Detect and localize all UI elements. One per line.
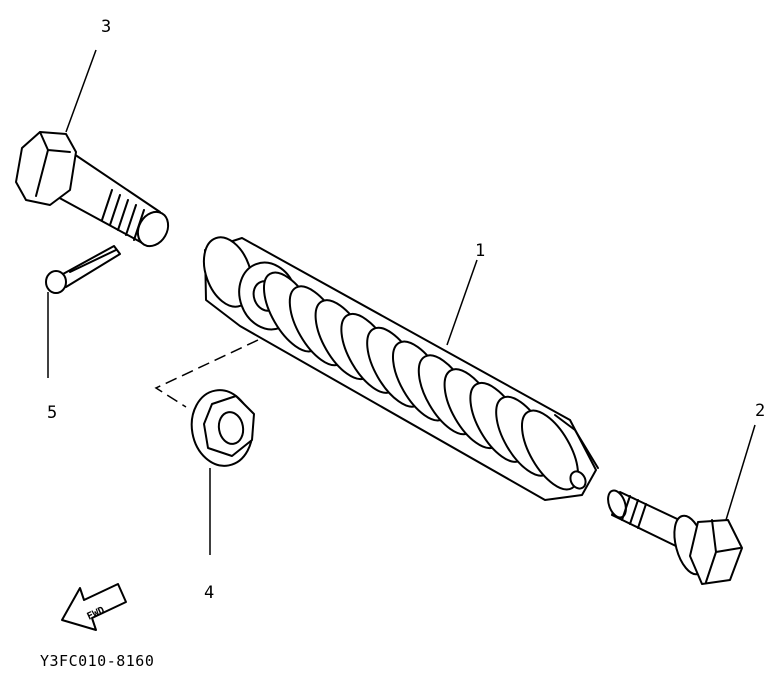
flange-nut-part-4 bbox=[190, 389, 255, 467]
spring-coils bbox=[263, 271, 579, 491]
cotter-pin-part-5 bbox=[45, 245, 121, 294]
alignment-dashed-line bbox=[154, 339, 259, 408]
hex-bolt-part-3 bbox=[15, 131, 170, 248]
callout-5: 5 bbox=[47, 403, 58, 423]
forward-arrow-icon: FWD bbox=[61, 583, 127, 631]
callout-3: 3 bbox=[101, 17, 112, 37]
spring-coil bbox=[521, 409, 579, 491]
drawing-code: Y3FC010-8160 bbox=[40, 652, 155, 670]
leader-lines bbox=[47, 49, 756, 555]
shock-absorber-part-1 bbox=[202, 236, 599, 501]
flange-bolt-part-2 bbox=[607, 489, 743, 585]
callout-1: 1 bbox=[475, 241, 486, 261]
callout-4: 4 bbox=[204, 583, 215, 603]
callout-2: 2 bbox=[755, 401, 766, 421]
